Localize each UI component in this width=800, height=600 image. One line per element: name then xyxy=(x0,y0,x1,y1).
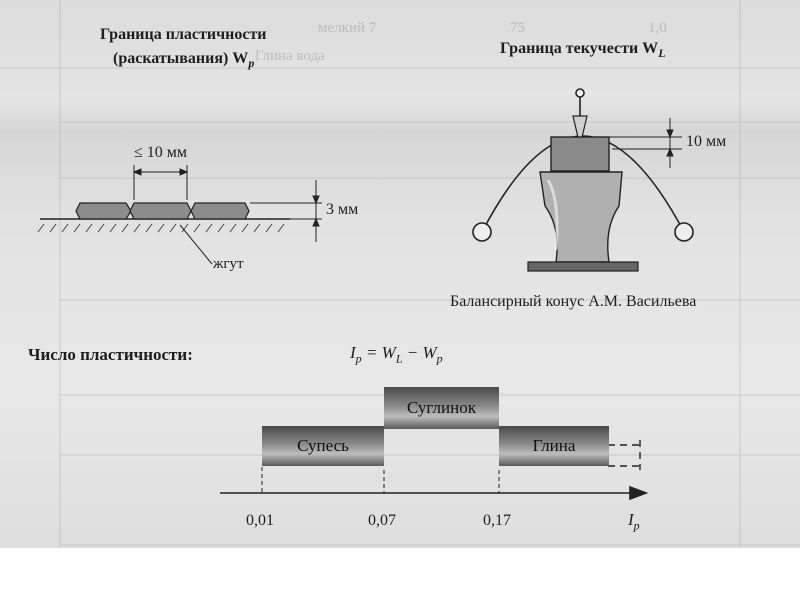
bg-text-row1-d: 1,0 xyxy=(648,20,667,36)
plastic-limit-title-line2: (раскатывания) Wp xyxy=(113,50,254,71)
soil-bar-loam: Суглинок xyxy=(384,387,499,429)
scanned-page: мелкий 7 Глина вода 75 1,0 xyxy=(0,0,800,548)
formula-minus: − W xyxy=(402,343,437,362)
tick-label-0-01: 0,01 xyxy=(246,512,274,529)
soil-bar-clay: Глина xyxy=(499,426,609,466)
liquid-limit-title: Граница текучести WL xyxy=(500,40,666,61)
bg-text-row2-a: Глина вода xyxy=(255,48,325,64)
soil-name-clay: Глина xyxy=(532,436,576,455)
width-dimension xyxy=(132,165,189,200)
cone-caption: Балансирный конус А.М. Васильева xyxy=(450,293,697,310)
height-dimension xyxy=(250,180,322,242)
tick-guides xyxy=(261,467,500,493)
rope-label: жгут xyxy=(213,256,244,272)
soil-cup xyxy=(550,136,610,172)
bg-text-row1-a: мелкий 7 xyxy=(318,20,377,36)
formula-eq: = W xyxy=(361,343,396,362)
formula-w2-sub: p xyxy=(436,351,443,366)
formula-w1-sub: L xyxy=(395,351,403,366)
formula-lhs-sub: p xyxy=(355,351,362,366)
height-label: 3 мм xyxy=(326,201,359,218)
width-label: ≤ 10 мм xyxy=(134,144,188,161)
cone-tip xyxy=(572,115,588,147)
soil-name-sandy-loam: Супесь xyxy=(297,436,349,455)
plastic-limit-title-text: (раскатывания) W xyxy=(113,50,249,67)
liquid-limit-subscript: L xyxy=(658,46,666,61)
tick-label-0-07: 0,07 xyxy=(368,512,396,529)
plastic-limit-subscript: p xyxy=(248,56,255,71)
clay-open-end xyxy=(608,440,641,470)
depth-dimension xyxy=(590,118,682,168)
plasticity-number-label: Число пластичности: xyxy=(28,345,193,364)
rope-leader xyxy=(179,224,213,265)
ground-hatching xyxy=(37,223,285,233)
diagram-graphics xyxy=(0,0,800,548)
bg-text-row1-c: 75 xyxy=(510,20,525,36)
formula-lhs: I xyxy=(350,343,356,362)
axis-label-sub: p xyxy=(633,518,640,533)
base-plate xyxy=(527,261,639,272)
plastic-limit-title-line1: Граница пластичности xyxy=(100,26,267,43)
soil-rope-segments xyxy=(75,202,250,220)
axis-label: Ip xyxy=(628,510,640,533)
soil-name-loam: Суглинок xyxy=(407,398,476,417)
depth-label: 10 мм xyxy=(686,133,727,150)
axis-label-text: I xyxy=(628,510,634,529)
plasticity-formula: Ip = WL − Wp xyxy=(350,343,443,366)
tick-label-0-17: 0,17 xyxy=(483,512,511,529)
liquid-limit-title-text: Граница текучести W xyxy=(500,40,659,57)
ip-axis xyxy=(220,485,649,501)
soil-bar-sandy-loam: Супесь xyxy=(262,426,384,466)
